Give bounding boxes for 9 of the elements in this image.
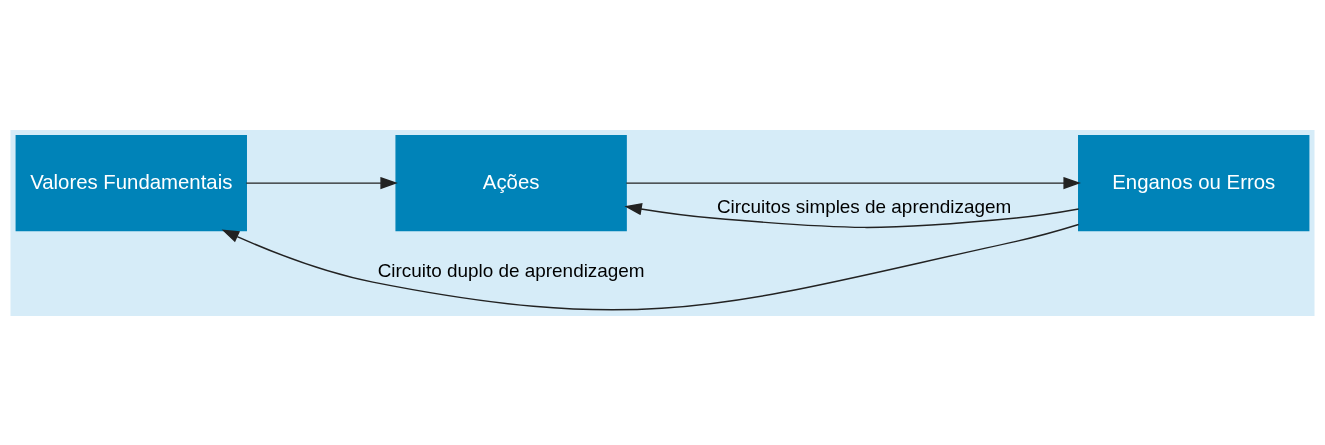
- edge-label: Circuito duplo de aprendizagem: [377, 259, 645, 281]
- node-box: Valores Fundamentais: [15, 134, 247, 231]
- arrow: [624, 202, 1080, 228]
- arrow: [221, 223, 1080, 311]
- edge-label: Circuitos simples de aprendizagem: [716, 195, 1012, 217]
- node-box: Ações: [395, 134, 627, 231]
- arrow: [625, 176, 1081, 189]
- arrow: [245, 176, 398, 189]
- node-box: Enganos ou Erros: [1078, 134, 1310, 231]
